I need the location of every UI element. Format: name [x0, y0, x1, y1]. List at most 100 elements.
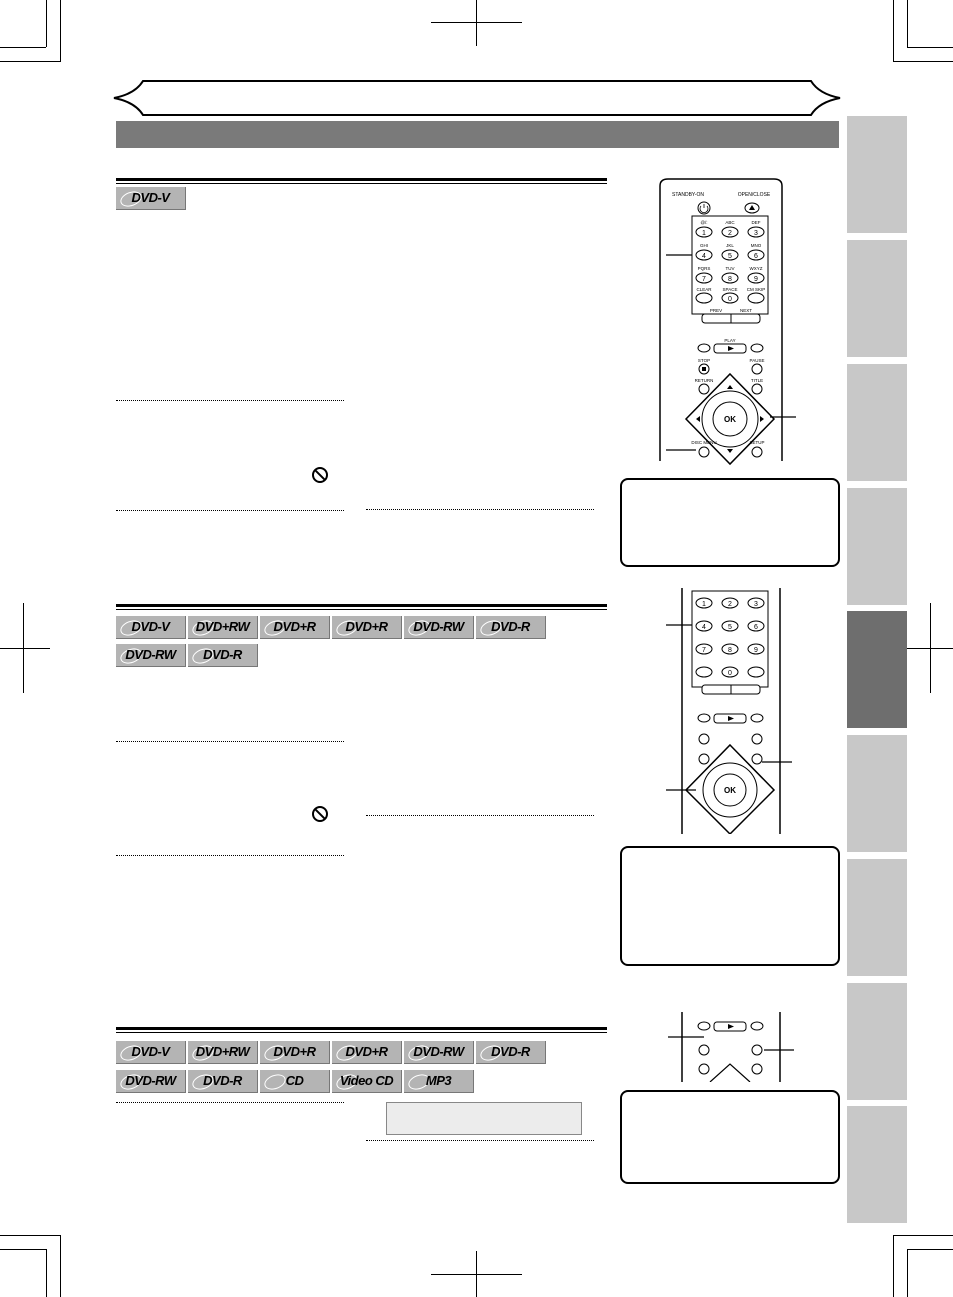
- stop-button[interactable]: [698, 1044, 710, 1056]
- callout-box-1: [620, 478, 840, 567]
- disc-badge: DVD-RW: [116, 644, 186, 667]
- stop-label: STOP: [698, 358, 710, 363]
- key-7[interactable]: [695, 643, 713, 655]
- callout-box-2: [620, 846, 840, 966]
- key-3[interactable]: [747, 597, 765, 609]
- key-letters: JKL: [726, 243, 734, 248]
- remote-illustration-3: [681, 1012, 781, 1082]
- key-0[interactable]: [721, 666, 739, 678]
- title-button[interactable]: [751, 383, 763, 395]
- side-tab-9[interactable]: [847, 1106, 907, 1223]
- key-letters: PQRS: [698, 266, 711, 271]
- key-letters: TUV: [726, 266, 735, 271]
- key-letters: MNO: [751, 243, 762, 248]
- side-tab-7[interactable]: [847, 859, 907, 976]
- key-8[interactable]: [721, 272, 739, 284]
- key-label: 4: [702, 624, 706, 631]
- rewind-button[interactable]: [697, 1021, 711, 1031]
- clear-button[interactable]: [695, 292, 713, 304]
- key-4[interactable]: [695, 620, 713, 632]
- separator: [366, 815, 594, 816]
- key-letters: GHI: [700, 243, 708, 248]
- disc-badge: DVD+R: [260, 1041, 330, 1064]
- key-7[interactable]: [695, 272, 713, 284]
- key-3[interactable]: [747, 226, 765, 238]
- remote-open-close-label: OPEN/CLOSE: [738, 192, 771, 198]
- return-button[interactable]: [698, 753, 710, 765]
- play-label: PLAY: [724, 338, 735, 343]
- key-label: 3: [754, 601, 758, 608]
- side-tab-4[interactable]: [847, 488, 907, 605]
- return-button[interactable]: [698, 1063, 710, 1075]
- header-banner: [113, 80, 841, 116]
- key-label: 0: [728, 296, 732, 303]
- disc-badge: Video CD: [332, 1070, 402, 1093]
- rewind-button[interactable]: [697, 713, 711, 723]
- separator: [116, 510, 344, 511]
- setup-button[interactable]: [751, 446, 763, 458]
- clear-button[interactable]: [695, 666, 713, 678]
- side-tab-5-active[interactable]: [847, 611, 907, 728]
- return-button[interactable]: [698, 383, 710, 395]
- key-label: 1: [702, 230, 706, 237]
- key-letters: DEF: [752, 220, 761, 225]
- key-label: 5: [728, 624, 732, 631]
- forward-button[interactable]: [750, 1021, 764, 1031]
- key-6[interactable]: [747, 249, 765, 261]
- setup-label: SETUP: [749, 440, 764, 445]
- separator: [366, 1140, 594, 1141]
- key-label: 6: [754, 624, 758, 631]
- key-letters: ABC: [725, 220, 735, 225]
- title-button[interactable]: [751, 753, 763, 765]
- key-9[interactable]: [747, 272, 765, 284]
- disc-badge: DVD-V: [116, 616, 186, 639]
- disc-badge: DVD+RW: [188, 1041, 258, 1064]
- key-letters: WXYZ: [750, 266, 763, 271]
- stop-button[interactable]: [698, 733, 710, 745]
- disc-badge: DVD-R: [188, 644, 258, 667]
- side-tab-3[interactable]: [847, 364, 907, 481]
- forward-button[interactable]: [750, 343, 764, 353]
- section1-rule-thin: [116, 183, 607, 184]
- key-1[interactable]: [695, 226, 713, 238]
- cm-skip-button[interactable]: [747, 292, 765, 304]
- pause-button[interactable]: [751, 733, 763, 745]
- disc-badge: DVD-RW: [116, 1070, 186, 1093]
- forward-button[interactable]: [750, 713, 764, 723]
- key-5[interactable]: [721, 620, 739, 632]
- key-8[interactable]: [721, 643, 739, 655]
- key-9[interactable]: [747, 643, 765, 655]
- cm-skip-label: CM SKIP: [747, 287, 766, 292]
- section3-rule: [116, 1027, 607, 1030]
- next-label: NEXT: [740, 308, 752, 313]
- disc-badge: DVD-V: [116, 1041, 186, 1064]
- key-5[interactable]: [721, 249, 739, 261]
- disc-menu-button[interactable]: [698, 446, 710, 458]
- pause-button[interactable]: [751, 1044, 763, 1056]
- return-label: RETURN: [695, 378, 714, 383]
- remote1-callout-lines: [666, 254, 796, 451]
- prohibited-icon: [312, 467, 328, 483]
- key-label: 9: [754, 276, 758, 283]
- cm-skip-button[interactable]: [747, 666, 765, 678]
- key-6[interactable]: [747, 620, 765, 632]
- key-0[interactable]: [721, 292, 739, 304]
- callout-box-3: [620, 1090, 840, 1184]
- remote-illustration-1: STANDBY-ON OPEN/CLOSE @/: ABC DEF GHI JK…: [659, 178, 783, 466]
- key-2[interactable]: [721, 597, 739, 609]
- rewind-button[interactable]: [697, 343, 711, 353]
- key-4[interactable]: [695, 249, 713, 261]
- side-tab-1[interactable]: [847, 116, 907, 233]
- side-tab-8[interactable]: [847, 983, 907, 1100]
- title-button[interactable]: [751, 1063, 763, 1075]
- disc-badge: DVD-V: [116, 187, 186, 210]
- side-tab-6[interactable]: [847, 735, 907, 852]
- side-tab-2[interactable]: [847, 240, 907, 357]
- key-label: 8: [728, 276, 732, 283]
- pause-button[interactable]: [751, 363, 763, 375]
- ok-button[interactable]: [713, 773, 747, 807]
- key-2[interactable]: [721, 226, 739, 238]
- key-label: 2: [728, 601, 732, 608]
- key-1[interactable]: [695, 597, 713, 609]
- ok-button[interactable]: [712, 401, 748, 437]
